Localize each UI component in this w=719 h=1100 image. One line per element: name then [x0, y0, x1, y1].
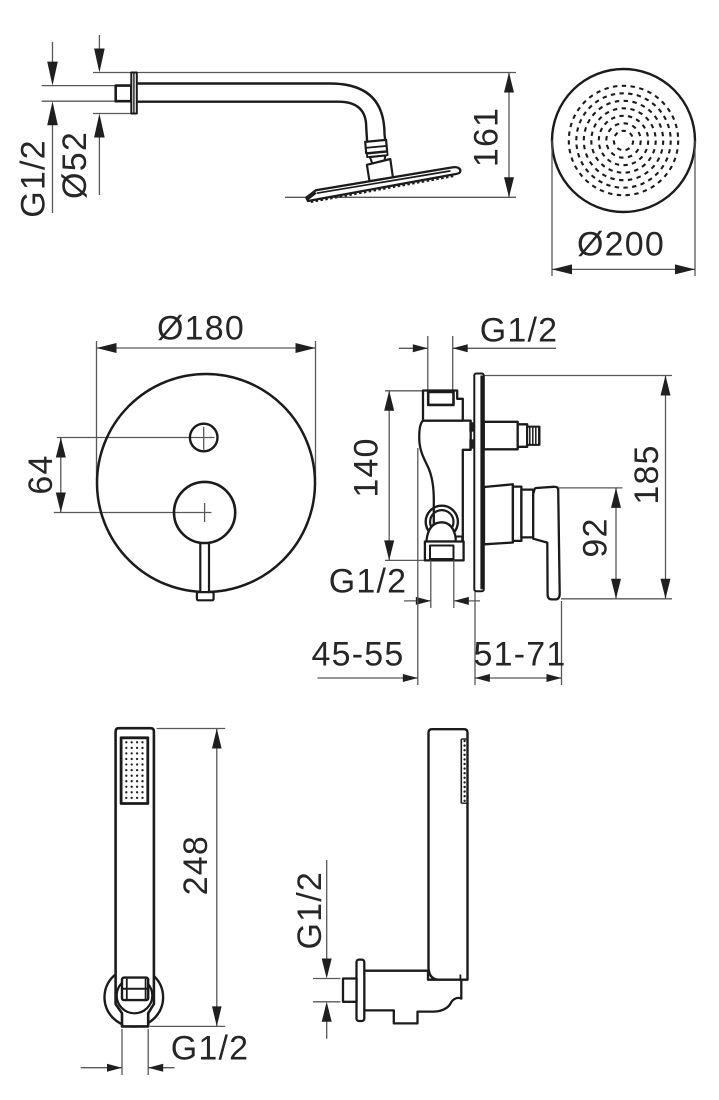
svg-text:248: 248 [177, 835, 215, 895]
svg-text:G1/2: G1/2 [480, 311, 559, 349]
svg-text:51-71: 51-71 [474, 635, 567, 673]
svg-text:G1/2: G1/2 [171, 1029, 250, 1067]
svg-text:45-55: 45-55 [312, 635, 405, 673]
svg-text:G1/2: G1/2 [291, 871, 329, 950]
svg-text:185: 185 [628, 444, 666, 504]
svg-text:161: 161 [467, 107, 505, 167]
svg-text:G1/2: G1/2 [329, 562, 408, 600]
svg-text:Ø200: Ø200 [577, 225, 665, 263]
svg-text:140: 140 [347, 437, 385, 497]
svg-text:64: 64 [22, 454, 60, 494]
svg-text:Ø52: Ø52 [56, 131, 94, 199]
svg-text:Ø180: Ø180 [157, 309, 245, 347]
svg-text:92: 92 [576, 517, 614, 557]
svg-text:G1/2: G1/2 [14, 139, 52, 218]
